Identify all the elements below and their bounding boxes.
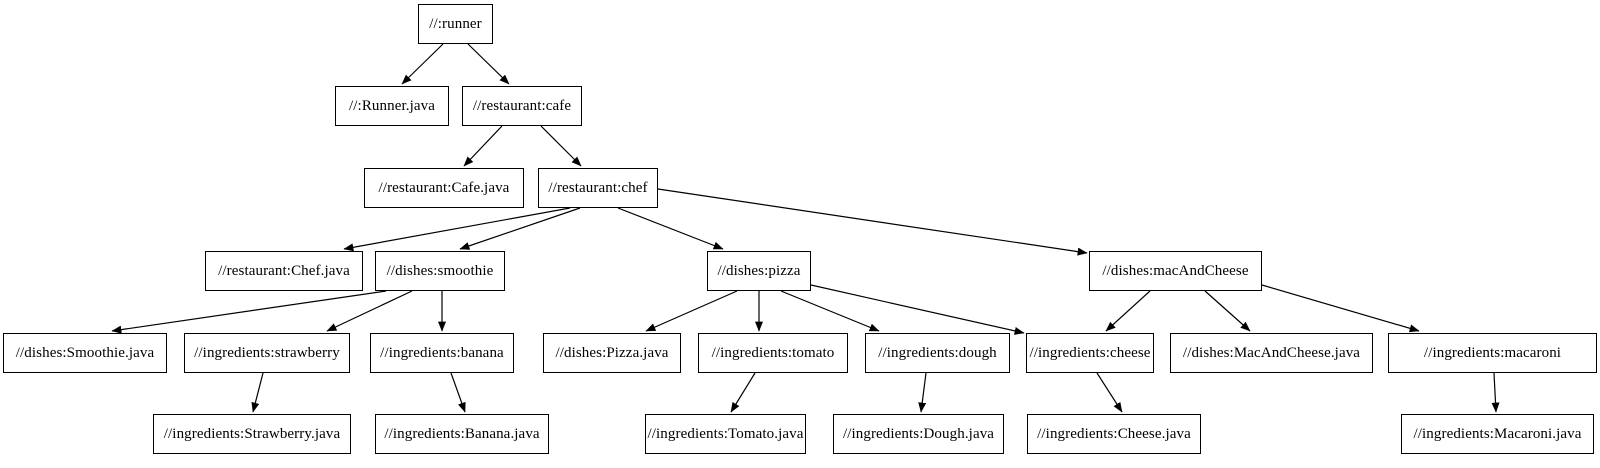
graph-node-label: //ingredients:macaroni [1423,344,1562,361]
graph-node-dough[interactable]: //ingredients:dough [865,333,1010,373]
graph-node-label: //dishes:Smoothie.java [15,344,155,361]
graph-node-restaurant_chef[interactable]: //restaurant:chef [538,168,658,208]
graph-edge-restaurant_cafe-to-cafe_java [463,125,503,167]
graph-edge-dishes_macandcheese-to-macandcheese_java [1204,290,1251,332]
graph-node-cafe_java[interactable]: //restaurant:Cafe.java [364,168,524,208]
graph-node-strawberry[interactable]: //ingredients:strawberry [184,333,350,373]
graph-node-label: //ingredients:Tomato.java [647,425,804,442]
graph-node-label: //restaurant:Cafe.java [378,179,510,196]
graph-edge-dishes_macandcheese-to-cheese [1105,290,1151,332]
graph-node-cheese_java[interactable]: //ingredients:Cheese.java [1027,414,1201,454]
graph-node-tomato[interactable]: //ingredients:tomato [698,333,848,373]
graph-edge-restaurant_cafe-to-restaurant_chef [540,125,582,167]
graph-node-label: //ingredients:Strawberry.java [163,425,341,442]
graph-edge-cheese-to-cheese_java [1096,372,1123,413]
graph-node-label: //:runner [429,15,482,32]
graph-node-dough_java[interactable]: //ingredients:Dough.java [833,414,1004,454]
graph-node-dishes_smoothie[interactable]: //dishes:smoothie [375,251,505,291]
graph-edge-restaurant_chef-to-chef_java [343,207,571,252]
graph-node-dishes_macandcheese[interactable]: //dishes:macAndCheese [1089,251,1262,291]
graph-node-macaroni_java[interactable]: //ingredients:Macaroni.java [1401,414,1594,454]
graph-node-label: //:Runner.java [349,97,435,114]
graph-node-tomato_java[interactable]: //ingredients:Tomato.java [645,414,806,454]
graph-edge-dishes_pizza-to-dough [780,290,880,332]
graph-node-label: //ingredients:Banana.java [384,425,540,442]
graph-node-label: //dishes:MacAndCheese.java [1182,344,1361,361]
graph-node-label: //restaurant:chef [548,179,648,196]
graph-node-label: //ingredients:strawberry [194,344,340,361]
graph-node-restaurant_cafe[interactable]: //restaurant:cafe [462,86,582,126]
graph-node-pizza_java[interactable]: //dishes:Pizza.java [543,333,681,373]
graph-edge-dough-to-dough_java [918,372,927,413]
graph-node-label: //ingredients:Dough.java [842,425,995,442]
graph-node-label: //restaurant:Chef.java [218,262,350,279]
graph-node-runner_java[interactable]: //:Runner.java [335,86,449,126]
graph-edge-dishes_pizza-to-pizza_java [645,290,738,332]
graph-node-label: //ingredients:tomato [711,344,835,361]
graph-node-smoothie_java[interactable]: //dishes:Smoothie.java [3,333,167,373]
graph-node-label: //dishes:macAndCheese [1102,262,1249,279]
graph-edge-macaroni-to-macaroni_java [1491,372,1500,413]
graph-node-label: //dishes:Pizza.java [555,344,669,361]
graph-node-label: //restaurant:cafe [472,97,572,114]
graph-edge-dishes_macandcheese-to-macaroni [1261,284,1420,333]
graph-node-runner[interactable]: //:runner [418,4,493,44]
graph-node-label: //ingredients:cheese [1029,344,1151,361]
graph-node-macaroni[interactable]: //ingredients:macaroni [1388,333,1597,373]
graph-edge-runner-to-restaurant_cafe [467,43,510,85]
graph-node-label: //ingredients:banana [380,344,504,361]
graph-node-label: //ingredients:Cheese.java [1037,425,1191,442]
graph-node-strawberry_java[interactable]: //ingredients:Strawberry.java [153,414,351,454]
graph-node-label: //ingredients:Macaroni.java [1413,425,1582,442]
graph-node-banana_java[interactable]: //ingredients:Banana.java [375,414,549,454]
graph-edge-restaurant_chef-to-dishes_smoothie [459,207,581,250]
graph-node-label: //dishes:pizza [717,262,801,279]
graph-edge-runner-to-runner_java [401,43,444,85]
graph-edge-restaurant_chef-to-dishes_macandcheese [657,188,1088,256]
graph-node-label: //dishes:smoothie [386,262,494,279]
graph-edge-banana-to-banana_java [450,372,466,413]
graph-node-label: //ingredients:dough [878,344,997,361]
graph-edge-tomato-to-tomato_java [730,372,756,413]
graph-edge-restaurant_chef-to-dishes_pizza [617,207,724,250]
graph-node-cheese[interactable]: //ingredients:cheese [1026,333,1154,373]
graph-node-macandcheese_java[interactable]: //dishes:MacAndCheese.java [1170,333,1373,373]
graph-node-banana[interactable]: //ingredients:banana [370,333,514,373]
graph-edge-strawberry-to-strawberry_java [251,372,264,413]
graph-edge-dishes_smoothie-to-strawberry [326,290,413,332]
graph-node-dishes_pizza[interactable]: //dishes:pizza [707,251,811,291]
graph-node-chef_java[interactable]: //restaurant:Chef.java [205,251,363,291]
graph-edge-dishes_pizza-to-cheese [810,284,1025,335]
graph-edge-dishes_smoothie-to-smoothie_java [111,290,387,334]
